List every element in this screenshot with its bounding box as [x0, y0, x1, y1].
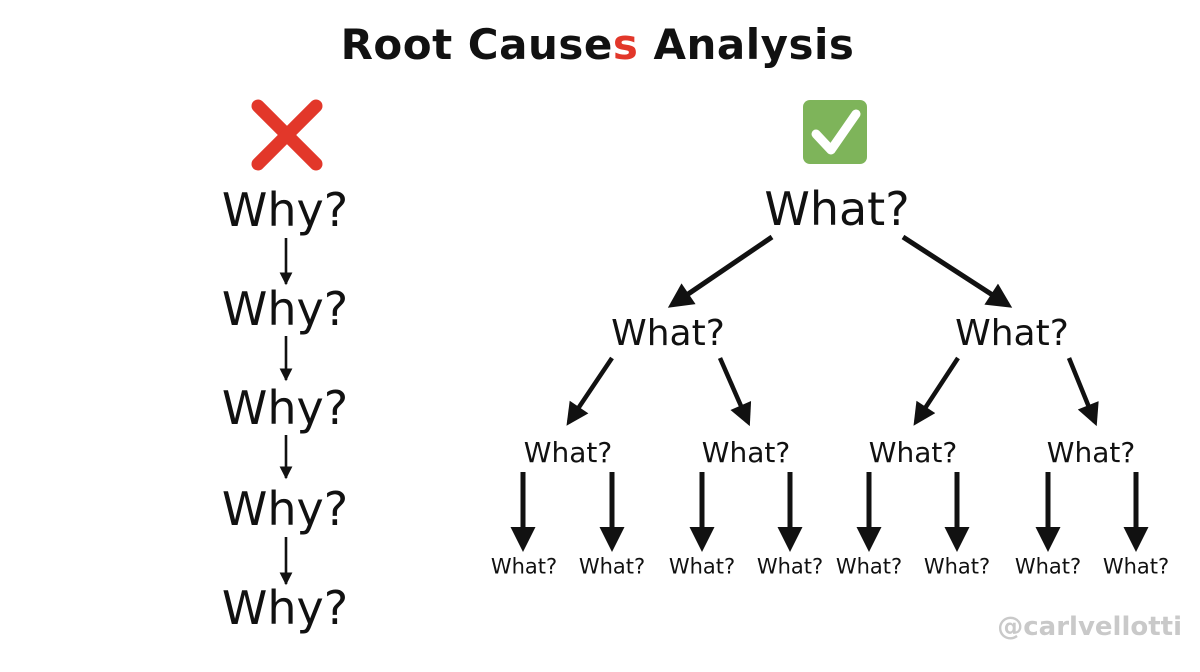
what-arrow-2	[901, 234, 1013, 308]
title-accent-letter: s	[612, 20, 639, 69]
cross-icon	[251, 99, 323, 171]
what-arrow-6	[1066, 357, 1099, 427]
what-l2-1: What?	[523, 436, 613, 469]
what-tree-arrows	[510, 234, 1149, 552]
what-l2-3: What?	[868, 436, 958, 469]
what-l3-3: What?	[668, 554, 736, 579]
what-l3-8: What?	[1102, 554, 1170, 579]
why-node-4: Why?	[221, 482, 349, 536]
page-title: Root Causes Analysis	[0, 20, 1195, 69]
title-part-1: Root Cause	[340, 20, 613, 69]
what-l1-2: What?	[955, 313, 1069, 354]
what-l2-2: What?	[701, 436, 791, 469]
why-node-3: Why?	[221, 381, 349, 435]
what-arrow-3	[566, 356, 614, 426]
what-l1-1: What?	[611, 313, 725, 354]
checkmark-icon	[803, 100, 867, 164]
what-l3-6: What?	[923, 554, 991, 579]
author-handle: @carlvellotti	[997, 612, 1182, 642]
what-arrow-1	[667, 234, 774, 308]
what-l3-4: What?	[756, 554, 824, 579]
what-l3-1: What?	[490, 554, 558, 579]
why-node-5: Why?	[221, 581, 349, 635]
why-node-2: Why?	[221, 282, 349, 336]
why-node-1: Why?	[221, 183, 349, 237]
what-l3-5: What?	[835, 554, 903, 579]
what-l3-7: What?	[1014, 554, 1082, 579]
what-arrow-5	[913, 356, 960, 426]
what-arrow-4	[717, 357, 752, 427]
title-part-2: Analysis	[638, 20, 855, 69]
what-l3-2: What?	[578, 554, 646, 579]
what-l2-4: What?	[1046, 436, 1136, 469]
what-root: What?	[764, 182, 910, 236]
